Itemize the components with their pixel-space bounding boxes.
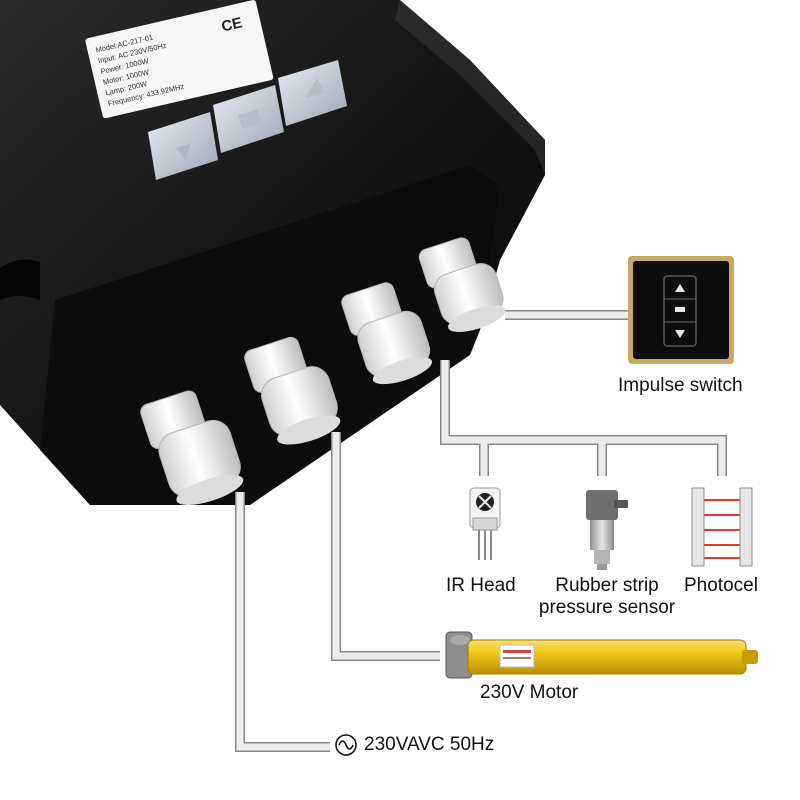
impulse-switch (628, 256, 734, 364)
arrow-down-icon (675, 330, 685, 338)
wiring (235, 310, 727, 752)
cable-gland-3 (244, 336, 341, 445)
arrow-up-icon (675, 284, 685, 292)
front-buttons (148, 60, 347, 180)
stop-icon (675, 307, 685, 312)
stop-icon (238, 109, 262, 129)
pressure-sensor-label: Rubber strip pressure sensor (532, 575, 682, 619)
cable-gland-1 (418, 237, 506, 332)
photocell (691, 487, 753, 567)
pressure-sensor (586, 490, 628, 570)
ir-head-label: IR Head (446, 575, 516, 596)
pressure-sensor-label-line2: pressure sensor (538, 597, 676, 618)
arrow-up-icon (305, 78, 325, 98)
impulse-switch-label: Impulse switch (618, 375, 743, 396)
tubular-motor (445, 631, 758, 679)
ir-head (469, 487, 501, 560)
motor-label: 230V Motor (480, 682, 579, 703)
photocell-label: Photocel (684, 575, 758, 596)
pressure-sensor-label-line1: Rubber strip (555, 575, 659, 596)
cable-gland-4 (140, 390, 244, 505)
power-label: 230VAVC 50Hz (364, 734, 495, 755)
ce-mark: CE (220, 14, 244, 35)
arrow-down-icon (176, 144, 190, 160)
ac-sine-wave-icon (335, 734, 357, 756)
product-label: Model:AC-217-01 Input: AC 230V/50Hz Powe… (85, 0, 274, 119)
cable-gland-2 (341, 282, 433, 385)
